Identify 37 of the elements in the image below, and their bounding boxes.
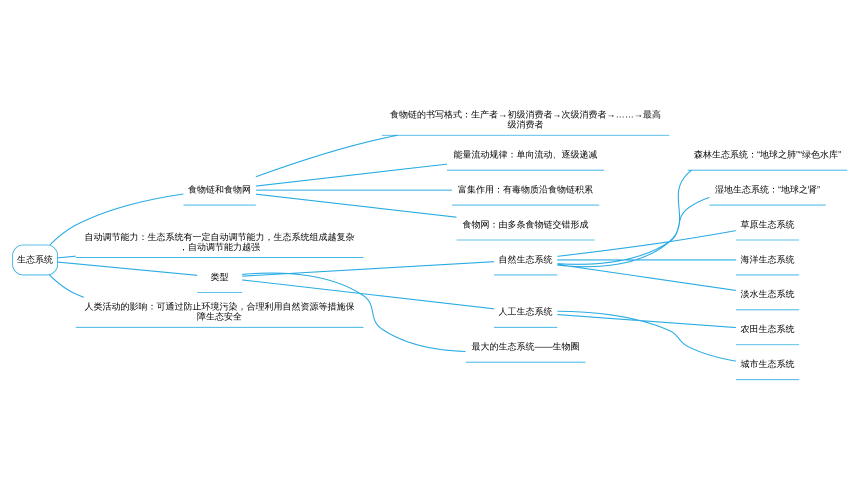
connector	[256, 193, 457, 218]
node-text: 农田生态系统	[740, 324, 795, 334]
node-text: 食物链的书写格式：生产者→初级消费者→次级消费者→……→最高级消费者	[390, 109, 661, 130]
connector	[557, 263, 736, 290]
connector	[557, 310, 736, 362]
connector	[256, 134, 398, 177]
connector	[557, 258, 736, 260]
node-text: 能量流动规律：单向流动、逐级递减	[454, 149, 598, 160]
connector	[557, 196, 710, 264]
connector	[242, 272, 466, 352]
connector	[58, 255, 76, 258]
connector	[242, 278, 494, 309]
connector	[256, 189, 452, 190]
node-text: 自然生态系统	[498, 254, 553, 264]
connector	[557, 169, 692, 267]
node-text: 富集作用：有毒物质沿食物链积累	[458, 184, 594, 194]
connector	[256, 163, 448, 186]
connector	[49, 192, 184, 245]
connector	[58, 261, 198, 276]
node-box: 生态系统	[12, 244, 58, 275]
connector	[557, 230, 736, 256]
connector	[49, 274, 84, 298]
node-text: 自动调节能力：生态系统有一定自动调节能力，生态系统组成越复杂，自动调节能力越强	[84, 231, 355, 252]
node-text: 海洋生态系统	[740, 254, 795, 264]
node-text: 城市生态系统	[740, 358, 795, 369]
node-text: 类型	[210, 271, 229, 282]
node-text: 淡水生态系统	[740, 288, 795, 299]
node-text: 食物链和食物网	[188, 184, 252, 194]
node-text: 湿地生态系统：“地球之肾”	[714, 184, 820, 194]
connector	[242, 260, 494, 276]
node-text: 最大的生态系统——生物圈	[471, 341, 580, 352]
node-text: 草原生态系统	[740, 218, 795, 229]
node-text: 人工生态系统	[498, 306, 553, 316]
connector	[557, 314, 736, 328]
node-text: 森林生态系统：“地球之肺”“绿色水库”	[694, 149, 842, 160]
node-text: 食物网：由多条食物链交错形成	[462, 218, 589, 229]
node-text: 人类活动的影响：可通过防止环境污染，合理利用自然资源等措施保障生态安全	[84, 301, 355, 322]
